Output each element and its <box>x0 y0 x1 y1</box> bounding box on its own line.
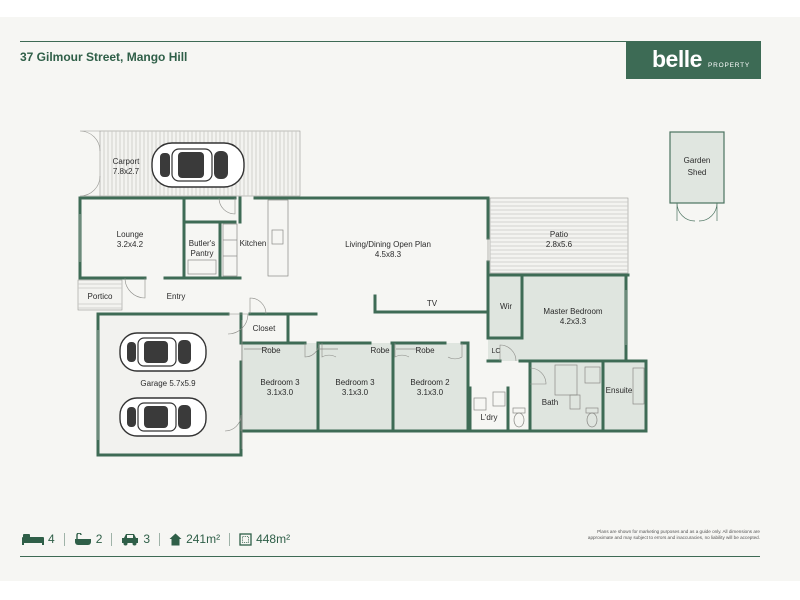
car-carport-icon <box>151 142 245 188</box>
house-area-value: 241m² <box>186 532 221 546</box>
stat-land-area: 448m² <box>239 532 290 546</box>
bedroom2-label: Bedroom 2 <box>410 378 450 387</box>
bath-icon <box>74 532 91 545</box>
kitchen-label: Kitchen <box>240 239 267 248</box>
entry-label: Entry <box>167 292 186 301</box>
garage-label: Garage 5.7x5.9 <box>140 379 196 388</box>
bottom-rule <box>20 556 760 557</box>
linen-cupboard-label: LC <box>492 348 501 355</box>
stat-divider <box>229 532 231 546</box>
stat-divider <box>111 532 113 546</box>
pantry-label-2: Pantry <box>190 249 213 258</box>
baths-count: 2 <box>95 532 103 546</box>
land-icon <box>239 532 252 546</box>
closet-label: Closet <box>253 324 276 333</box>
stat-house-area: 241m² <box>169 532 220 546</box>
stat-divider <box>159 532 161 546</box>
living-label: Living/Dining Open Plan <box>345 240 431 249</box>
room-fills <box>241 275 645 431</box>
stat-divider <box>63 532 65 546</box>
car-icon <box>122 533 139 545</box>
brand-sub: PROPERTY <box>708 62 751 69</box>
stat-cars: 3 <box>121 532 150 546</box>
portico-label: Portico <box>88 292 113 301</box>
bedroom3a-label: Bedroom 3 <box>260 378 300 387</box>
bedroom2-dims: 3.1x3.0 <box>417 388 444 397</box>
property-stats: 4 2 3 241m² 448m² <box>22 531 290 547</box>
disclaimer-line-2: approximate and may subject to errors an… <box>587 535 760 540</box>
stat-baths: 2 <box>74 532 103 546</box>
stat-beds: 4 <box>22 532 55 546</box>
top-rule <box>20 41 760 42</box>
property-address: 37 Gilmour Street, Mango Hill <box>20 50 188 64</box>
disclaimer-line-1: Plans are shown for marketing purposes a… <box>597 529 760 534</box>
car-garage-top-icon <box>119 332 207 372</box>
cars-count: 3 <box>143 532 151 546</box>
lounge-label: Lounge <box>117 230 144 239</box>
living-dims: 4.5x8.3 <box>375 250 402 259</box>
door-swings <box>124 197 547 432</box>
carport-label: Carport <box>113 157 140 166</box>
garden-shed <box>669 131 725 222</box>
beds-count: 4 <box>48 532 55 546</box>
plan-sheet <box>0 17 800 581</box>
bedroom3a-dims: 3.1x3.0 <box>267 388 294 397</box>
bedroom3b-label: Bedroom 3 <box>335 378 375 387</box>
master-dims: 4.2x3.3 <box>560 317 587 326</box>
robe-label-2: Robe <box>370 346 390 355</box>
patio-deck <box>489 197 629 274</box>
patio-label: Patio <box>550 230 569 239</box>
land-area-value: 448m² <box>256 532 291 546</box>
windows <box>79 214 627 440</box>
wir-label: Wir <box>500 302 512 311</box>
brand-name: belle <box>652 46 702 72</box>
fixtures <box>187 199 645 428</box>
patio-dims: 2.8x5.6 <box>546 240 573 249</box>
portico-deck <box>77 279 123 311</box>
shed-label-1: Garden <box>684 156 711 165</box>
room-labels: Carport 7.8x2.7 Garden Shed Lounge 3.2x4… <box>88 156 711 422</box>
carport-dims: 7.8x2.7 <box>113 167 140 176</box>
pantry-label-1: Butler's <box>189 239 215 248</box>
carport-gate <box>79 130 101 197</box>
lounge-dims: 3.2x4.2 <box>117 240 144 249</box>
robe-label-3: Robe <box>415 346 435 355</box>
bed-icon <box>22 534 44 545</box>
car-garage-bottom-icon <box>119 397 207 437</box>
house-icon <box>169 533 182 545</box>
tv-label: TV <box>427 299 438 308</box>
bedroom3b-dims: 3.1x3.0 <box>342 388 369 397</box>
ensuite-label: Ensuite <box>606 386 633 395</box>
disclaimer: Plans are shown for marketing purposes a… <box>520 529 760 541</box>
shed-label-2: Shed <box>688 168 707 177</box>
master-label: Master Bedroom <box>543 307 602 316</box>
bath-label: Bath <box>542 398 558 407</box>
laundry-label: L'dry <box>480 413 497 422</box>
agency-logo[interactable]: belle PROPERTY <box>626 41 761 79</box>
robe-label-1: Robe <box>261 346 281 355</box>
